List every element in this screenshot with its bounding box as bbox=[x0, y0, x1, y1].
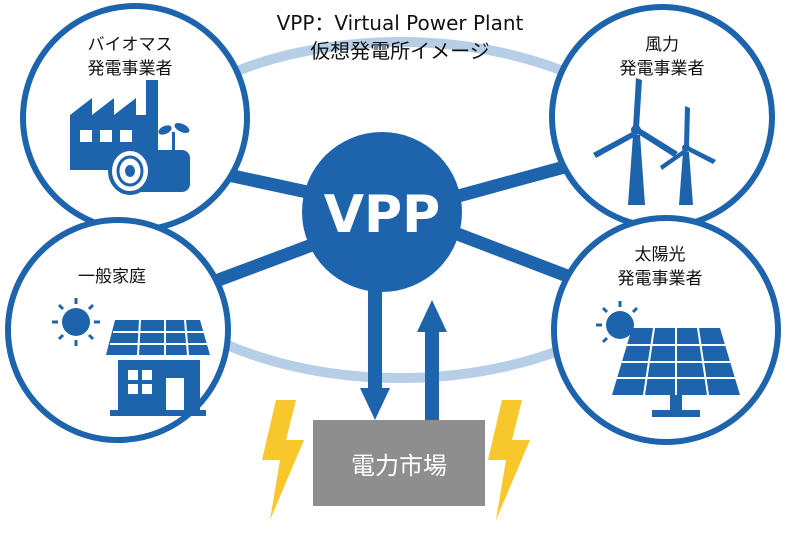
power-market: 電力市場 bbox=[313, 420, 485, 506]
sun-icon bbox=[52, 298, 100, 346]
market-box bbox=[313, 420, 485, 506]
node-wind-line2: 発電事業者 bbox=[620, 59, 705, 79]
node-biomass-line1: バイオマス bbox=[88, 35, 173, 55]
wind-turbine-icon bbox=[593, 78, 716, 205]
title-line-2: 仮想発電所イメージ bbox=[310, 39, 490, 63]
node-solar-line2: 発電事業者 bbox=[618, 269, 703, 289]
flow-arrows bbox=[360, 290, 447, 422]
node-solar-line1: 太陽光 bbox=[635, 245, 686, 265]
house-solar-icon bbox=[52, 298, 210, 416]
node-home: 一般家庭 bbox=[5, 217, 231, 443]
vpp-hub-label: VPP bbox=[324, 185, 440, 245]
vpp-hub bbox=[302, 132, 462, 292]
lightning-icon bbox=[488, 400, 530, 520]
lightning-icon bbox=[262, 400, 304, 520]
arrow-up-icon bbox=[417, 300, 447, 422]
title-line-1: VPP：Virtual Power Plant bbox=[277, 11, 524, 35]
arrow-down-icon bbox=[360, 290, 390, 420]
factory-log-icon bbox=[70, 80, 190, 195]
node-biomass: バイオマス 発電事業者 bbox=[20, 3, 250, 233]
node-wind: 風力 発電事業者 bbox=[549, 4, 775, 230]
node-solar: 太陽光 発電事業者 bbox=[551, 215, 781, 445]
market-label: 電力市場 bbox=[351, 452, 447, 480]
node-biomass-line2: 発電事業者 bbox=[88, 59, 173, 79]
solar-panel-icon bbox=[596, 301, 740, 417]
node-home-line1: 一般家庭 bbox=[78, 267, 146, 287]
node-wind-line1: 風力 bbox=[645, 35, 679, 55]
sun-icon bbox=[596, 301, 639, 344]
